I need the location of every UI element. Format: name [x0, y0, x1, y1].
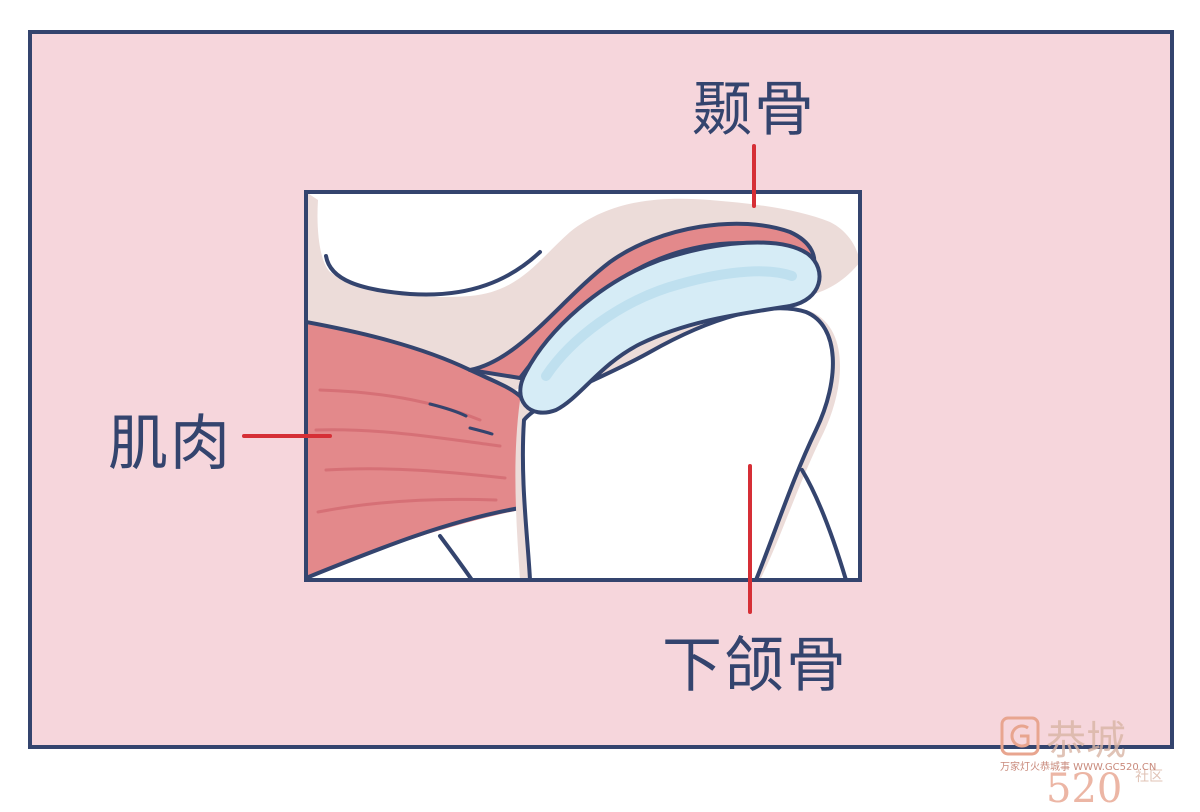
- articular-disc: [518, 240, 822, 415]
- articular-disc-highlight: [541, 266, 797, 381]
- skull-outline: [324, 250, 542, 297]
- watermark-logo-icon: [1000, 716, 1040, 756]
- muscle-fibers: [314, 388, 507, 514]
- lower-outline: [438, 534, 474, 580]
- muscle-top-outline: [306, 320, 524, 400]
- watermark-url: 万家灯火恭城事 WWW.GC520.CN: [1000, 762, 1157, 773]
- mandible-back-outline: [800, 468, 848, 580]
- mandible-condyle: [520, 306, 835, 580]
- muscle-bottom-outline: [306, 506, 522, 580]
- sketch-marks: [428, 402, 494, 436]
- inset-frame: [304, 190, 862, 582]
- muscle-label: 肌肉: [108, 409, 232, 479]
- skull-highlight: [306, 192, 860, 297]
- jaw-joint-diagram: [242, 144, 862, 614]
- mandible-label: 下颌骨: [662, 631, 848, 701]
- muscle-shape: [306, 322, 527, 578]
- temporal-bone-label: 颞骨: [692, 75, 816, 145]
